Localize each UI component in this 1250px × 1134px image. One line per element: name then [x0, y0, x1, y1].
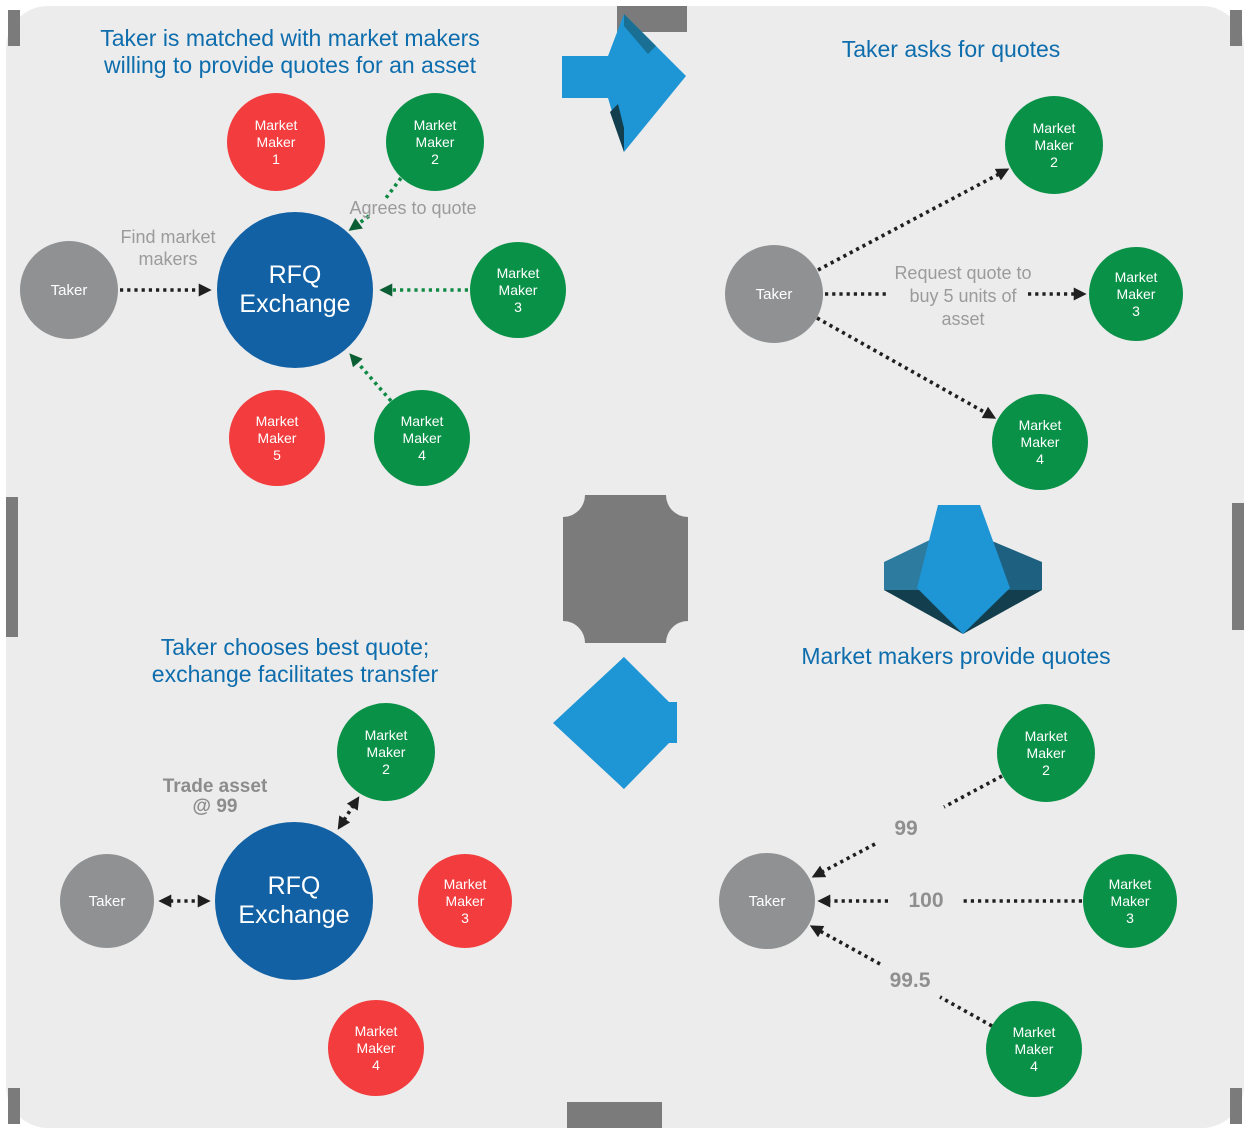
corner-notch-tl: [8, 10, 20, 46]
q3-node-market-maker-3: Market Maker 3: [418, 854, 512, 948]
q1-node-market-maker-2: Market Maker 2: [386, 93, 484, 191]
q3-node-rfq-exchange: RFQ Exchange: [215, 822, 373, 980]
q4-quote-100: 100: [908, 889, 944, 912]
top-edge-notch: [617, 6, 687, 32]
q1-node-market-maker-5: Market Maker 5: [229, 390, 325, 486]
q2-node-taker: Taker: [725, 245, 823, 343]
q4-node-market-maker-2: Market Maker 2: [997, 704, 1095, 802]
left-edge-notch: [6, 497, 18, 637]
corner-notch-tr: [1230, 10, 1242, 46]
q1-node-market-maker-3: Market Maker 3: [470, 242, 566, 338]
q1-node-rfq-exchange: RFQ Exchange: [217, 212, 373, 368]
center-notch: [563, 495, 688, 643]
q1-node-market-maker-1: Market Maker 1: [227, 93, 325, 191]
q3-trade-asset-label: Trade asset @ 99: [162, 776, 268, 817]
q1-title: Taker is matched with market makers will…: [100, 25, 480, 78]
q2-title: Taker asks for quotes: [841, 36, 1061, 62]
q4-node-market-maker-3: Market Maker 3: [1083, 854, 1177, 948]
corner-notch-bl: [8, 1088, 20, 1124]
q4-quote-99: 99: [894, 817, 918, 840]
q4-node-market-maker-4: Market Maker 4: [986, 1001, 1082, 1097]
q2-node-market-maker-3: Market Maker 3: [1089, 247, 1183, 341]
bottom-edge-notch: [567, 1102, 662, 1128]
q2-node-market-maker-4: Market Maker 4: [992, 394, 1088, 490]
q4-node-taker: Taker: [719, 853, 815, 949]
q1-find-market-makers-label: Find market makers: [120, 227, 216, 269]
q2-request-quote-label: Request quote to buy 5 units of asset: [894, 263, 1032, 329]
q1-agrees-to-quote-label: Agrees to quote: [349, 198, 477, 218]
q1-node-market-maker-4: Market Maker 4: [374, 390, 470, 486]
q3-node-market-maker-2: Market Maker 2: [337, 703, 435, 801]
corner-notch-br: [1230, 1088, 1242, 1124]
q4-quote-99-5: 99.5: [889, 969, 931, 992]
q3-node-market-maker-4: Market Maker 4: [328, 1000, 424, 1096]
q1-node-taker: Taker: [20, 241, 118, 339]
right-edge-notch: [1232, 503, 1244, 630]
q3-title: Taker chooses best quote; exchange facil…: [151, 634, 439, 687]
q3-node-taker: Taker: [60, 854, 154, 948]
q2-node-market-maker-2: Market Maker 2: [1005, 96, 1103, 194]
q4-title: Market makers provide quotes: [801, 643, 1111, 669]
